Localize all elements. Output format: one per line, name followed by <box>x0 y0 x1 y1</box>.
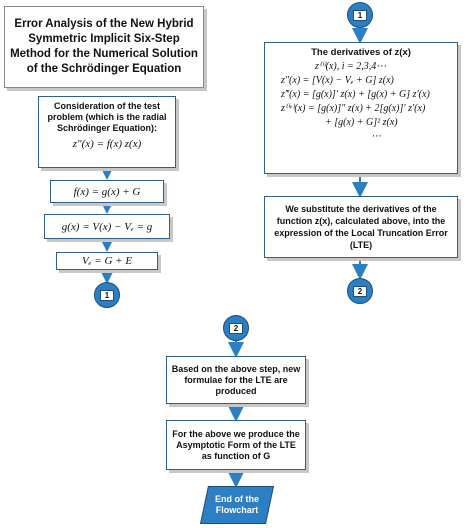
derivative-line: z⁽ⁱᵛ⁾(x) = [g(x)]″ z(x) + 2[g(x)]′ z′(x) <box>281 103 426 114</box>
derivative-line: ⋯ <box>371 131 381 142</box>
end-flowchart-shape: End of the Flowchart <box>199 486 275 524</box>
vc-equation-box: Vₑ = G + E <box>56 252 158 270</box>
derivative-line: + [g(x) + G]² z(x) <box>325 117 398 128</box>
substitute-box: We substitute the derivatives of the fun… <box>264 196 458 258</box>
flowchart-title: Error Analysis of the New Hybrid Symmetr… <box>4 6 204 88</box>
f-equation-box: f(x) = g(x) + G <box>50 180 164 203</box>
derivative-line: z‴(x) = [g(x)]′ z(x) + [g(x) + G] z′(x) <box>281 89 430 100</box>
consideration-text: Consideration of the test problem (which… <box>47 101 167 133</box>
vc-equation: Vₑ = G + E <box>81 255 133 267</box>
asymptotic-box: For the above we produce the Asymptotic … <box>166 420 306 470</box>
end-text: End of the Flowchart <box>215 494 259 515</box>
new-formulae-text: Based on the above step, new formulae fo… <box>171 363 301 396</box>
f-equation: f(x) = g(x) + G <box>73 185 141 198</box>
asymptotic-text: For the above we produce the Asymptotic … <box>172 428 300 461</box>
g-equation: g(x) = V(x) − Vₑ = g <box>61 220 153 233</box>
connector-1-in: 1 <box>347 2 373 28</box>
g-equation-box: g(x) = V(x) − Vₑ = g <box>44 214 170 239</box>
derivatives-title: The derivatives of z(x) <box>311 47 411 58</box>
connector-2-out: 2 <box>347 278 373 304</box>
connector-2-in: 2 <box>223 315 249 341</box>
new-formulae-box: Based on the above step, new formulae fo… <box>166 356 306 404</box>
connector-1-out: 1 <box>94 282 120 308</box>
derivative-line: z″(x) = [V(x) − Vₑ + G] z(x) <box>281 75 394 86</box>
derivative-lines: z⁽ⁱ⁾(x), i = 2,3,4⋯ z″(x) = [V(x) − Vₑ + … <box>271 61 451 143</box>
consideration-equation: z″(x) = f(x) z(x) <box>72 138 142 150</box>
derivative-line: z⁽ⁱ⁾(x), i = 2,3,4⋯ <box>315 61 387 72</box>
consideration-box: Consideration of the test problem (which… <box>38 96 176 168</box>
derivatives-box: The derivatives of z(x) z⁽ⁱ⁾(x), i = 2,3… <box>264 42 458 174</box>
substitute-text: We substitute the derivatives of the fun… <box>274 204 448 250</box>
